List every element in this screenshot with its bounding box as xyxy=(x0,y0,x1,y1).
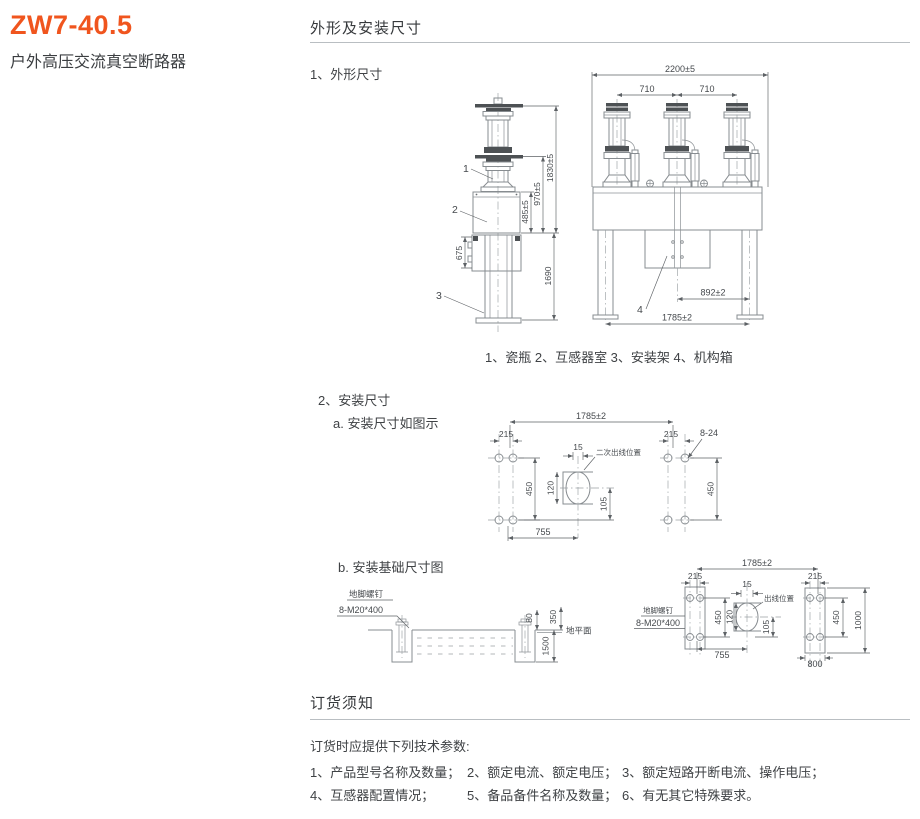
label-install-dims: 2、安装尺寸 xyxy=(318,393,391,408)
page-subtitle: 户外高压交流真空断路器 xyxy=(10,54,187,71)
label-install-dims-a: a. 安装尺寸如图示 xyxy=(333,416,439,431)
mount-plan-drawing: 1785±2 215 450 15 二次出线位置 120 105 755 215 xyxy=(488,411,722,541)
foundation-side-drawing: 地脚螺钉 8-M20*400 80 350 1500 地平面 xyxy=(337,589,592,663)
mount-plan-dimensions: 1785±2 215 450 15 二次出线位置 120 105 755 215 xyxy=(490,411,722,541)
order-item-5: 5、备品备件名称及数量； xyxy=(467,788,618,803)
dim-105-b: 105 xyxy=(761,620,771,634)
foundation-plan-drawing: 1785±2 215 地脚螺钉 8-M20*400 15 出线位置 450 12… xyxy=(634,558,870,669)
order-intro: 订货时应提供下列技术参数: xyxy=(310,739,470,754)
dim-105-a: 105 xyxy=(599,497,609,511)
page-title: ZW7-40.5 xyxy=(10,10,133,40)
dim-892: 892±2 xyxy=(701,288,726,298)
dim-120-a: 120 xyxy=(546,481,556,495)
side-view-dimensions: 675 485±5 970±5 1830±5 1690 1 2 3 xyxy=(436,105,559,321)
dim-485: 485±5 xyxy=(520,200,530,224)
dim-450-left-a: 450 xyxy=(524,482,534,496)
dim-215-left-b: 215 xyxy=(688,571,702,581)
dim-970: 970±5 xyxy=(532,182,542,206)
dim-15-b: 15 xyxy=(742,579,752,589)
dim-1500: 1500 xyxy=(541,636,551,655)
front-view-drawing: 2200±5 710 710 892±2 1785±2 4 xyxy=(591,64,769,326)
dim-800: 800 xyxy=(807,659,822,669)
dim-1785-b: 1785±2 xyxy=(742,558,772,568)
dim-755-a: 755 xyxy=(535,527,550,537)
dim-215-left-a: 215 xyxy=(499,429,513,439)
dim-15-a: 15 xyxy=(573,442,583,452)
dim-80: 80 xyxy=(524,613,534,623)
dim-710-right: 710 xyxy=(699,84,714,94)
part-label-4: 4 xyxy=(637,304,643,316)
label-foundation-dims-b: b. 安装基础尺寸图 xyxy=(338,560,444,575)
front-view-geometry xyxy=(592,99,764,322)
dim-120-b: 120 xyxy=(725,610,735,624)
outlet-note-a: 二次出线位置 xyxy=(596,447,641,457)
dim-215-right-a: 215 xyxy=(664,429,678,439)
dim-1690: 1690 xyxy=(543,266,553,285)
anchor-bolt-label-b: 地脚螺钉 xyxy=(643,605,673,615)
part-label-1: 1 xyxy=(463,163,469,175)
dim-350: 350 xyxy=(548,610,558,624)
order-item-1: 1、产品型号名称及数量； xyxy=(310,765,461,780)
section-title-order: 订货须知 xyxy=(310,695,375,712)
label-outline-dims: 1、外形尺寸 xyxy=(310,67,383,82)
anchor-bolt-spec-b: 8-M20*400 xyxy=(636,618,680,628)
dim-450-right-b: 450 xyxy=(831,610,841,624)
anchor-bolt-spec: 8-M20*400 xyxy=(339,605,383,615)
order-item-4: 4、互感器配置情况； xyxy=(310,788,435,803)
front-view-dimensions: 2200±5 710 710 892±2 1785±2 4 xyxy=(591,64,769,326)
foundation-side-annotations: 地脚螺钉 8-M20*400 80 350 1500 地平面 xyxy=(337,589,592,663)
part-label-2: 2 xyxy=(452,204,458,216)
section-title-outline: 外形及安装尺寸 xyxy=(310,20,423,37)
order-item-6: 6、有无其它特殊要求。 xyxy=(622,788,760,803)
dim-1000: 1000 xyxy=(853,611,863,630)
dim-2200: 2200±5 xyxy=(665,64,695,74)
order-item-2: 2、额定电流、额定电压； xyxy=(467,765,618,780)
mount-plan-geometry xyxy=(488,434,694,538)
foundation-plan-annotations: 1785±2 215 地脚螺钉 8-M20*400 15 出线位置 450 12… xyxy=(634,558,870,669)
dim-1785: 1785±2 xyxy=(662,313,692,323)
section-rule-outline xyxy=(310,42,910,43)
side-view-geometry xyxy=(467,93,523,332)
part-label-3: 3 xyxy=(436,290,442,302)
dim-675: 675 xyxy=(454,246,464,260)
dim-710-left: 710 xyxy=(639,84,654,94)
dim-755-b: 755 xyxy=(714,650,729,660)
dim-1785-a: 1785±2 xyxy=(576,411,606,421)
outlet-note-b: 出线位置 xyxy=(764,593,794,603)
section-rule-order xyxy=(310,719,910,720)
dim-450-right-a: 450 xyxy=(706,482,716,496)
side-view-drawing: 675 485±5 970±5 1830±5 1690 1 2 3 xyxy=(436,93,559,332)
parts-caption: 1、瓷瓶 2、互感器室 3、安装架 4、机构箱 xyxy=(485,350,733,365)
ground-level-label: 地平面 xyxy=(566,626,592,636)
order-item-3: 3、额定短路开断电流、操作电压； xyxy=(622,765,825,780)
dim-215-right-b: 215 xyxy=(808,571,822,581)
dim-1830: 1830±5 xyxy=(545,154,555,183)
anchor-bolt-label: 地脚螺钉 xyxy=(349,589,384,599)
bolt-note-a: 8-24 xyxy=(700,428,718,438)
foundation-side-geometry xyxy=(368,615,563,663)
dim-450-left-b: 450 xyxy=(713,610,723,624)
